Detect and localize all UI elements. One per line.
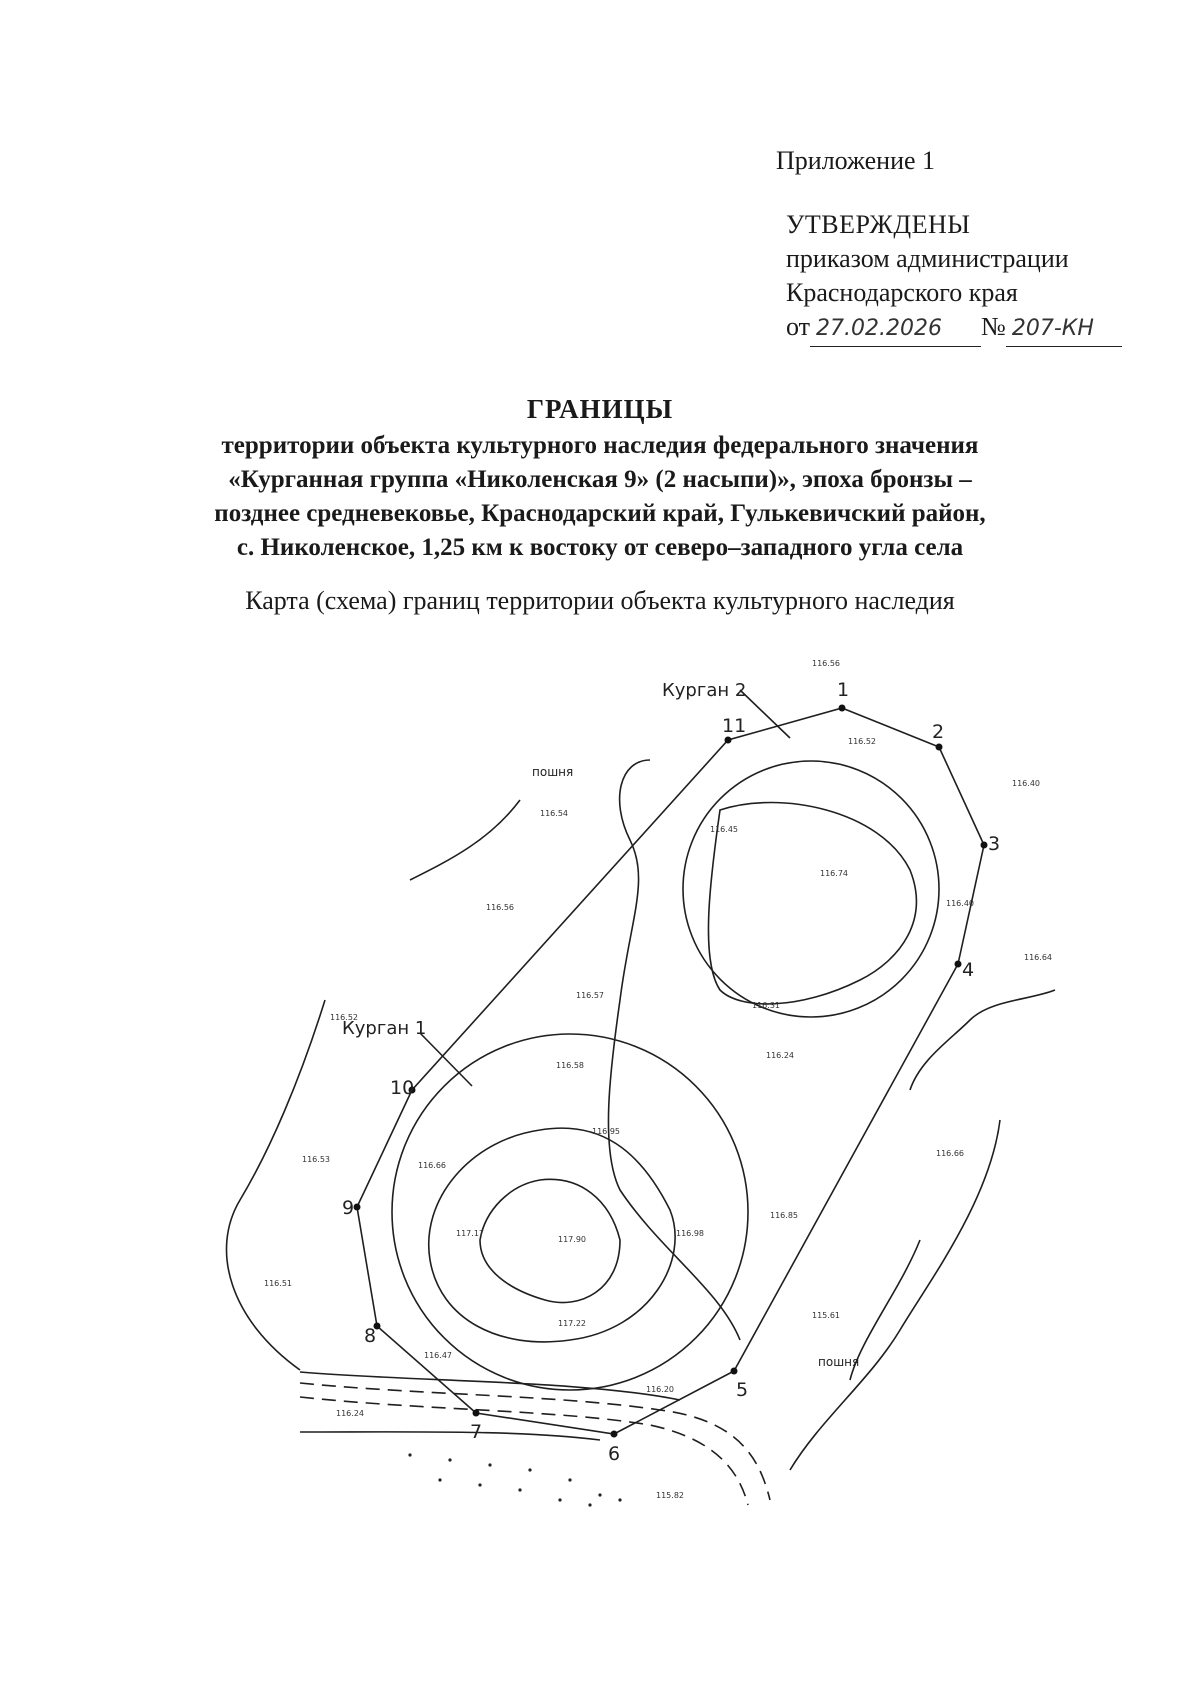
elevation-mark: 116.74 [820, 869, 848, 878]
elevation-mark: 116.20 [646, 1385, 674, 1394]
approval-line-3: Краснодарского края [786, 278, 1018, 307]
elevation-mark: 116.24 [766, 1051, 794, 1060]
elevation-mark: 116.85 [770, 1211, 798, 1220]
road-dashed [299, 1382, 771, 1501]
subtitle-line-1: территории объекта культурного наследия … [221, 432, 979, 459]
document-subtitle: территории объекта культурного наследия … [100, 429, 1100, 565]
elevation-mark: 116.47 [424, 1351, 452, 1360]
handwritten-number: 207-КН [1005, 312, 1122, 347]
contour-line [479, 1178, 621, 1304]
elevation-mark: 116.40 [946, 899, 974, 908]
elevation-mark: 116.53 [302, 1155, 330, 1164]
appendix-label: Приложение 1 [776, 146, 936, 175]
subtitle-line-4: с. Николенское, 1,25 км к востоку от сев… [236, 534, 964, 561]
title-block: ГРАНИЦЫ территории объекта культурного н… [100, 394, 1100, 565]
kurgan-1-label: Курган 1 [342, 1018, 426, 1039]
elevation-mark: 116.95 [592, 1127, 620, 1136]
field-label-top: пошня [532, 765, 573, 779]
boundary-point [724, 736, 732, 744]
terrain-contour [225, 999, 326, 1371]
kurgan-1-leader [419, 1032, 473, 1087]
boundary-point [610, 1430, 618, 1438]
elevation-mark: 115.82 [656, 1491, 684, 1500]
elevation-mark: 116.24 [336, 1409, 364, 1418]
elevation-mark: 116.64 [1024, 953, 1052, 962]
point-label-11: 11 [722, 715, 746, 737]
point-label-9: 9 [342, 1197, 354, 1219]
territory-boundary [356, 707, 985, 1435]
elevation-mark: 116.51 [264, 1279, 292, 1288]
point-label-3: 3 [988, 833, 1000, 855]
map-caption: Карта (схема) границ территории объекта … [245, 586, 955, 615]
boundary-point [373, 1322, 381, 1330]
road-solid [299, 1371, 681, 1401]
elevation-mark: 116.40 [1012, 779, 1040, 788]
elevation-mark: 117.22 [558, 1319, 586, 1328]
kurgan-1-circle [391, 1033, 749, 1391]
contour-line [427, 1127, 676, 1343]
terrain-contour [849, 1239, 921, 1381]
point-label-7: 7 [470, 1421, 482, 1443]
elevation-mark: 116.56 [486, 903, 514, 912]
elevation-mark: 116.56 [812, 659, 840, 668]
road-solid [299, 1431, 601, 1441]
terrain-contour [409, 799, 521, 881]
boundary-point [980, 841, 988, 849]
boundary-points [353, 704, 988, 1438]
approved-heading: УТВЕРЖДЕНЫ [786, 210, 971, 239]
boundary-point [353, 1203, 361, 1211]
elevation-mark: 116.98 [676, 1229, 704, 1238]
subtitle-line-3: позднее средневековье, Краснодарский кра… [214, 500, 986, 527]
document-title: ГРАНИЦЫ [526, 394, 674, 424]
point-label-6: 6 [608, 1443, 620, 1465]
boundary-point [838, 704, 846, 712]
boundary-point [935, 743, 943, 751]
elevation-mark: 116.66 [418, 1161, 446, 1170]
point-label-2: 2 [932, 721, 944, 743]
subtitle-line-2: «Курганная группа «Николенская 9» (2 нас… [228, 466, 972, 493]
elevation-mark: 117.17 [456, 1229, 484, 1238]
point-label-10: 10 [390, 1077, 414, 1099]
handwritten-date: 27.02.2026 [810, 312, 982, 347]
elevation-mark: 115.61 [812, 1311, 840, 1320]
elevation-mark: 116.66 [936, 1149, 964, 1158]
approval-line-2: приказом администрации [786, 244, 1069, 273]
kurgan-2-leader [739, 689, 791, 739]
point-label-1: 1 [837, 679, 849, 701]
terrain-contour [909, 989, 1056, 1091]
elevation-marks: 116.56 116.52 116.40 116.54 116.45 116.7… [264, 659, 1052, 1500]
number-sign: № [981, 312, 1006, 341]
kurgan-2-circle [682, 760, 940, 1018]
boundary-point [954, 960, 962, 968]
approval-block: УТВЕРЖДЕНЫ приказом администрации Красно… [786, 208, 1122, 347]
road-dashed [299, 1396, 749, 1506]
boundary-point [730, 1367, 738, 1375]
point-label-4: 4 [962, 959, 974, 981]
terrain-contour [607, 759, 741, 1341]
boundary-point [408, 1086, 416, 1094]
elevation-mark: 116.58 [556, 1061, 584, 1070]
contour-line [707, 801, 918, 1005]
elevation-mark: 116.45 [710, 825, 738, 834]
boundary-point [472, 1409, 480, 1417]
elevation-mark: 116.31 [752, 1001, 780, 1010]
point-label-8: 8 [364, 1325, 376, 1347]
field-label-bottom: пошня [818, 1355, 859, 1369]
terrain-contour [789, 1119, 1001, 1471]
elevation-mark: 116.57 [576, 991, 604, 1000]
field-dots [408, 1453, 622, 1507]
elevation-mark: 116.54 [540, 809, 568, 818]
from-prefix: от [786, 312, 811, 341]
kurgan-2-label: Курган 2 [662, 680, 746, 701]
elevation-mark: 116.52 [848, 737, 876, 746]
elevation-mark: 117.90 [558, 1235, 586, 1244]
elevation-mark: 116.52 [330, 1013, 358, 1022]
point-label-5: 5 [736, 1379, 748, 1401]
